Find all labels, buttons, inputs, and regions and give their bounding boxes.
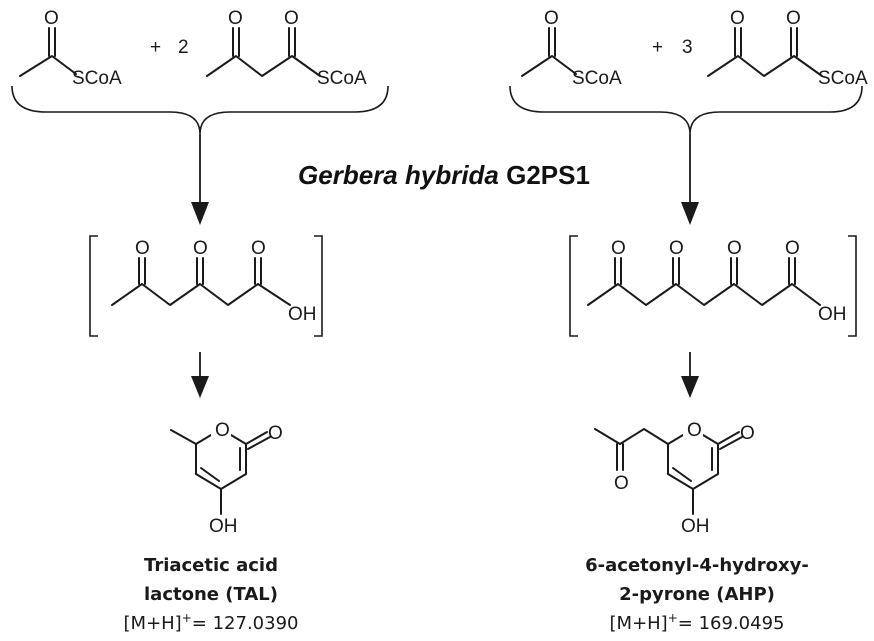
oxygen-atom: O <box>544 8 559 29</box>
oxygen-atom: O <box>251 238 266 259</box>
malonyl-coa-structure-left: O O SCoA <box>206 8 367 89</box>
oxygen-atom: O <box>727 238 742 259</box>
arrow-down-right-2 <box>681 352 699 398</box>
left-pathway: O SCoA + 2 O O SCoA <box>11 8 389 634</box>
ring-oxygen-atom: O <box>215 420 230 441</box>
ring-oxygen-atom: O <box>687 420 702 441</box>
scoa-label: SCoA <box>72 68 122 89</box>
plus-sign-left: + <box>150 37 161 58</box>
mass-ahp: [M+H]+= 169.0495 <box>610 611 785 634</box>
arrow-down-left-1 <box>191 134 209 225</box>
enzyme-name: G2PS1 <box>499 160 590 190</box>
oxygen-atom: O <box>611 238 626 259</box>
plus-sign-right: + <box>652 37 663 58</box>
scoa-label: SCoA <box>572 68 622 89</box>
enzyme-species: Gerbera hybrida <box>298 160 499 190</box>
acetyl-coa-structure-left: O SCoA <box>19 8 122 89</box>
coefficient-right: 3 <box>682 37 693 58</box>
oxygen-atom: O <box>785 238 800 259</box>
carbonyl-oxygen-atom: O <box>268 423 283 444</box>
oxygen-atom: O <box>228 8 243 29</box>
right-pathway: O SCoA + 3 O O SCoA <box>509 8 868 634</box>
arrow-down-left-2 <box>191 352 209 398</box>
scoa-label: SCoA <box>818 68 868 89</box>
oxygen-atom: O <box>284 8 299 29</box>
hydroxyl-label: OH <box>818 304 847 325</box>
oxygen-atom: O <box>669 238 684 259</box>
hydroxyl-label: OH <box>288 304 317 325</box>
arrow-down-right-1 <box>681 134 699 225</box>
hydroxyl-label: OH <box>209 516 238 537</box>
coefficient-left: 2 <box>178 37 189 58</box>
oxygen-atom: O <box>730 8 745 29</box>
product-name-ahp-line2: 2-pyrone (AHP) <box>619 584 775 605</box>
enzyme-label: Gerbera hybrida G2PS1 <box>298 160 590 190</box>
ahp-structure: O O O OH <box>594 418 755 537</box>
brace-left <box>11 85 389 135</box>
scoa-label: SCoA <box>317 68 367 89</box>
acetyl-coa-structure-right: O SCoA <box>521 8 622 89</box>
brace-right <box>509 85 863 135</box>
oxygen-atom: O <box>786 8 801 29</box>
oxygen-atom: O <box>44 8 59 29</box>
ketone-oxygen-atom: O <box>614 473 629 494</box>
product-name-ahp-line1: 6-acetonyl-4-hydroxy- <box>585 555 809 576</box>
mass-tal: [M+H]+= 127.0390 <box>124 611 299 634</box>
oxygen-atom: O <box>135 238 150 259</box>
oxygen-atom: O <box>193 238 208 259</box>
triketide-intermediate: O O O OH <box>89 235 323 337</box>
tetraketide-intermediate: O O O O OH <box>569 235 857 337</box>
hydroxyl-label: OH <box>681 516 710 537</box>
product-name-tal-line2: lactone (TAL) <box>144 584 278 605</box>
malonyl-coa-structure-right: O O SCoA <box>707 8 868 89</box>
carbonyl-oxygen-atom: O <box>740 423 755 444</box>
tal-structure: O O OH <box>170 418 283 537</box>
product-name-tal-line1: Triacetic acid <box>144 555 278 576</box>
